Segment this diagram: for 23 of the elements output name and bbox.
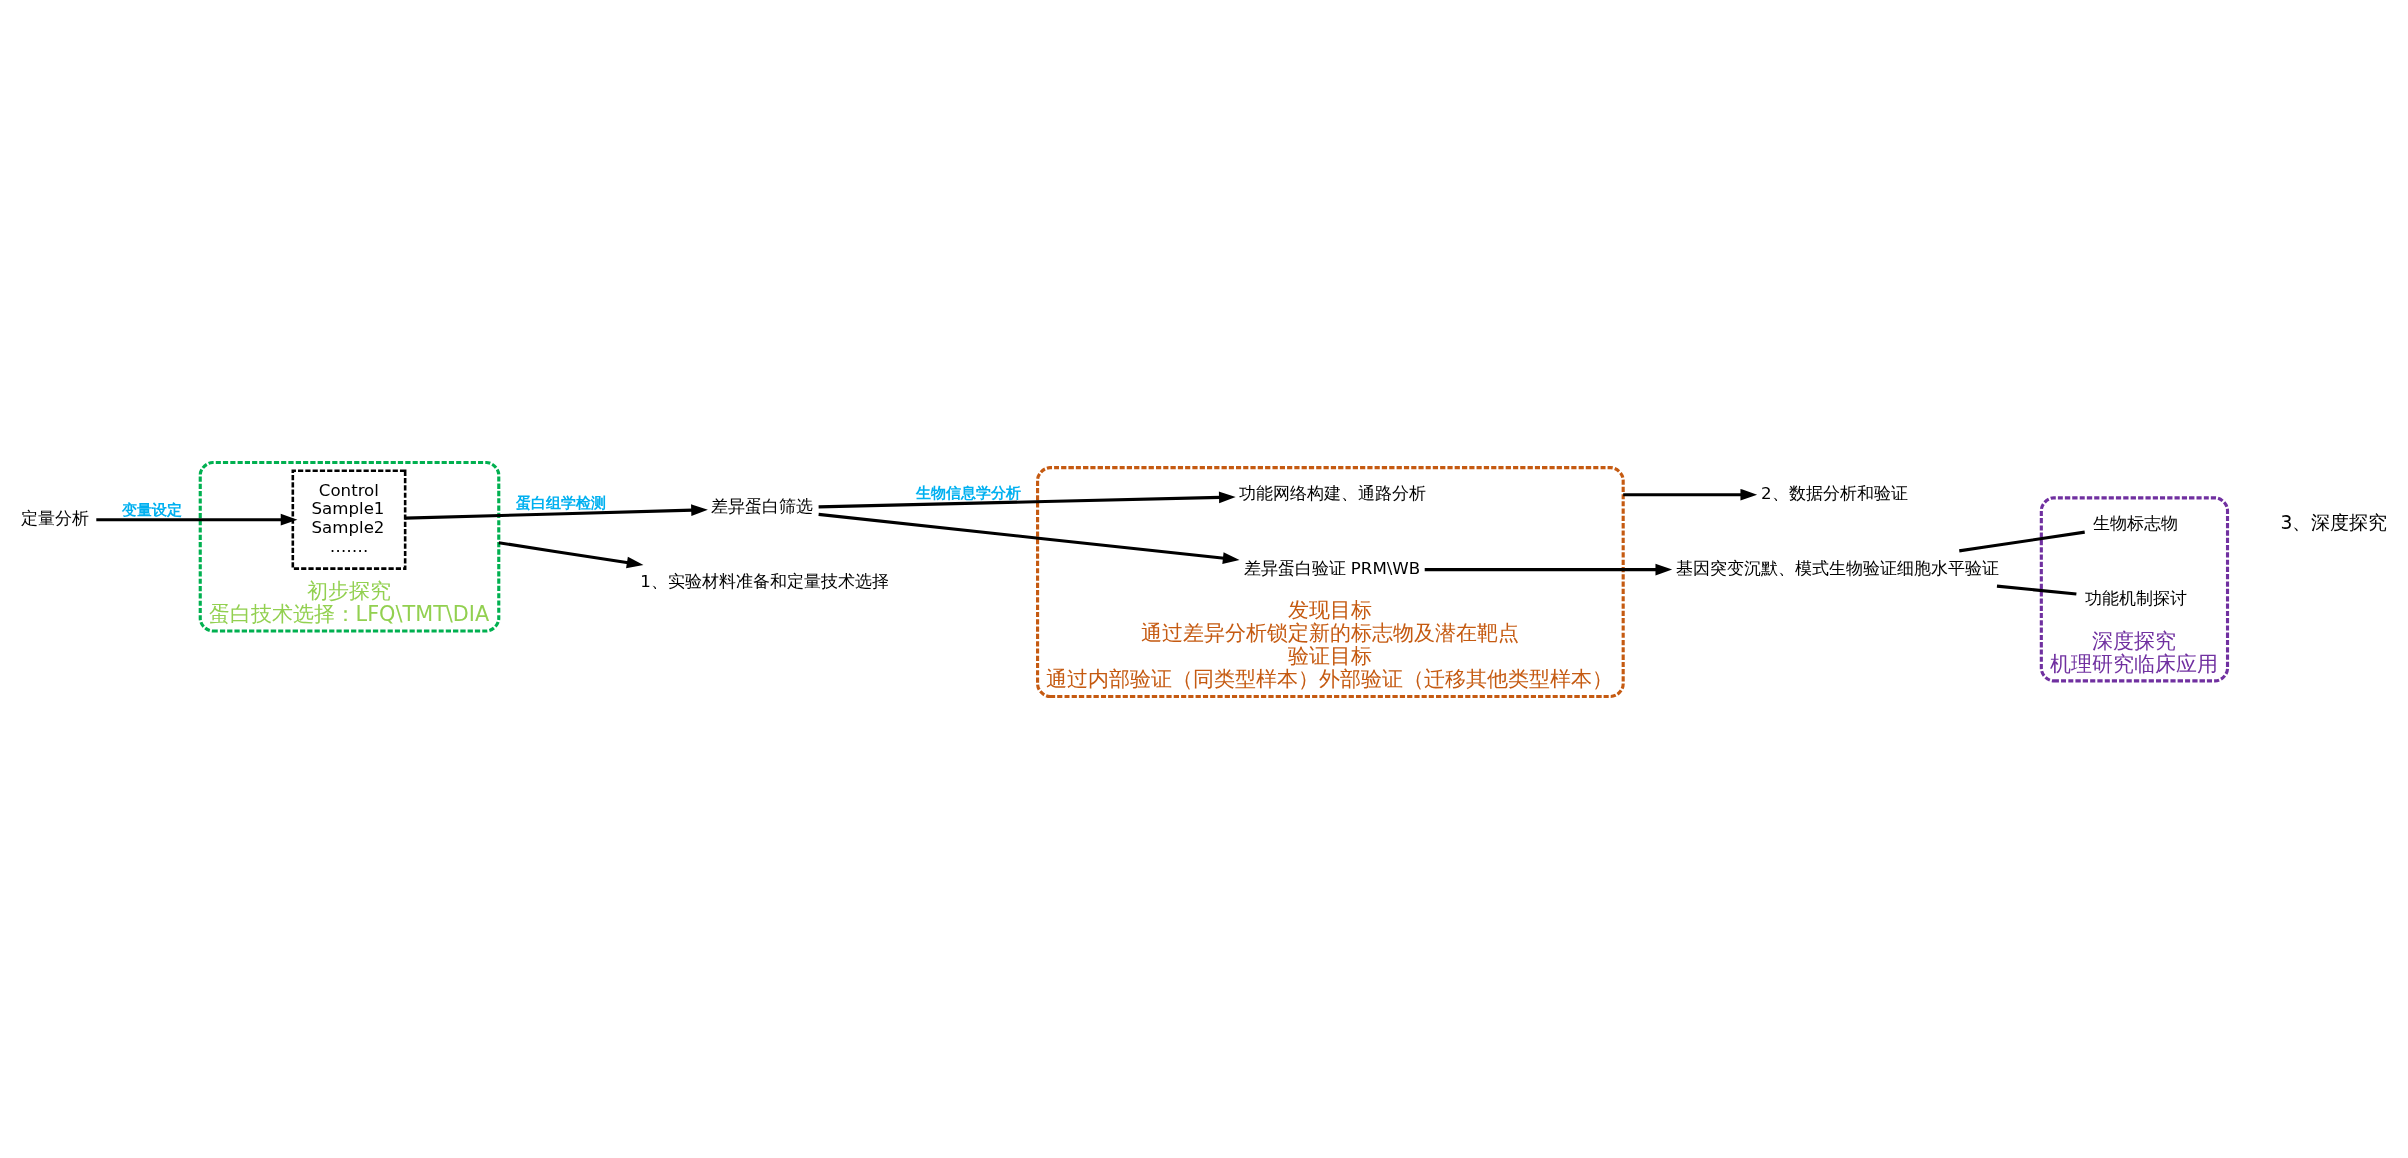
node-box: Control Sample1 Sample2 ……. xyxy=(291,469,407,570)
node-text: 定量分析 xyxy=(21,508,90,528)
arrow xyxy=(405,503,708,520)
node-text: 功能网络构建、通路分析 xyxy=(1239,483,1427,503)
arrow xyxy=(96,513,298,526)
arrow xyxy=(1424,563,1673,575)
edge-label: 变量设定 xyxy=(122,500,183,518)
node-text: 差异蛋白验证 PRM\WB xyxy=(1243,558,1421,578)
node-text: 生物标志物 xyxy=(2093,513,2179,533)
arrow xyxy=(1623,488,1758,501)
label: 3、深度探究 xyxy=(2280,511,2388,533)
arrow xyxy=(818,491,1236,508)
edge-label: 生物信息学分析 xyxy=(915,483,1021,501)
edge-label: 蛋白组学检测 xyxy=(516,493,607,511)
node-text: 基因突变沉默、模式生物验证细胞水平验证 xyxy=(1676,558,2000,578)
node-text: 功能机制探讨 xyxy=(2085,588,2188,608)
node-text: 差异蛋白筛选 xyxy=(711,496,814,516)
node-text: 2、数据分析和验证 xyxy=(1761,483,1908,503)
arrow xyxy=(498,540,644,568)
connector xyxy=(1996,584,2077,596)
node-text: 1、实验材料准备和定量技术选择 xyxy=(640,571,889,591)
connector xyxy=(1959,530,2085,552)
arrow xyxy=(818,512,1240,564)
